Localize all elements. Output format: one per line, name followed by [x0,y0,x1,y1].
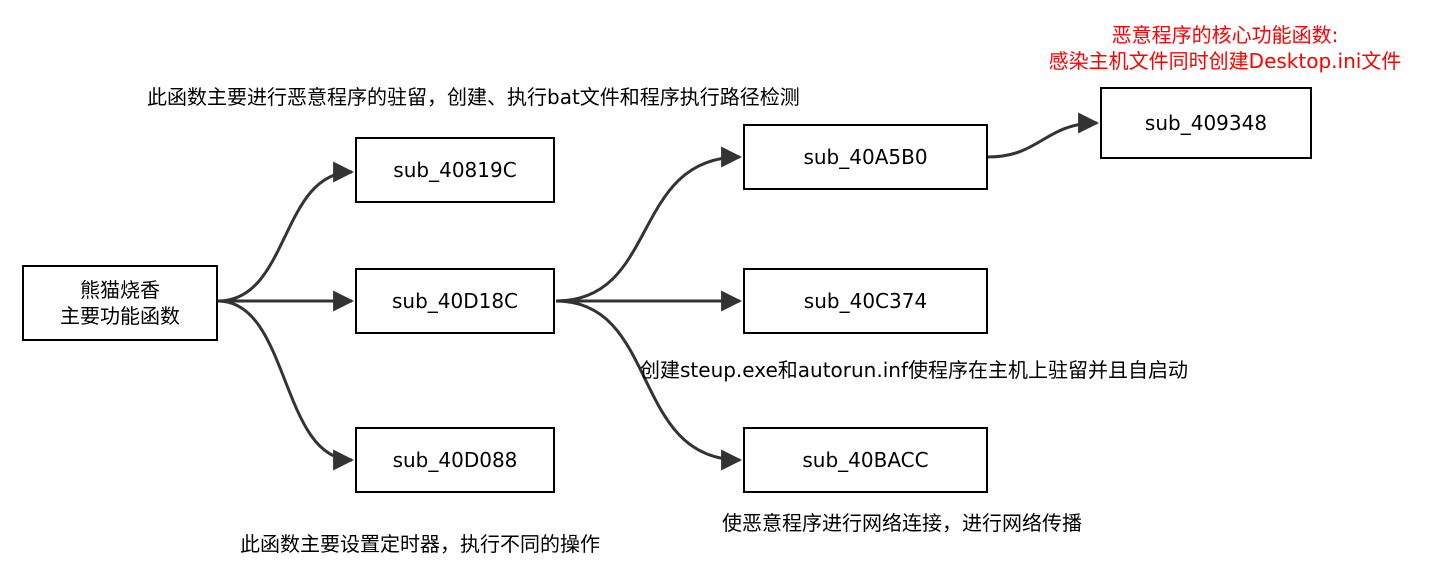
node-sub-409348-label: sub_409348 [1144,111,1268,135]
root-node: 熊猫烧香 主要功能函数 [22,265,218,341]
note-sub-40c374: 创建steup.exe和autorun.inf使程序在主机上驻留并且自启动 [640,358,1188,382]
node-sub-40c374-label: sub_40C374 [803,289,928,313]
node-sub-40819c-label: sub_40819C [393,158,517,182]
node-sub-40d18c-label: sub_40D18C [391,289,519,313]
node-sub-40a5b0: sub_40A5B0 [743,124,988,190]
note-sub-409348-line2: 感染主机文件同时创建Desktop.ini文件 [1048,49,1402,73]
node-sub-40819c: sub_40819C [355,137,555,203]
edge-sub-40a5b0-to-sub-409348 [987,112,1100,159]
node-sub-40bacc-label: sub_40BACC [802,448,929,472]
node-sub-40bacc: sub_40BACC [743,427,988,493]
root-node-subtitle: 主要功能函数 [60,304,180,328]
node-sub-40d088-label: sub_40D088 [392,448,518,472]
note-sub-409348-line1: 恶意程序的核心功能函数: [1111,23,1339,47]
node-sub-40d088: sub_40D088 [355,427,555,493]
root-node-title: 熊猫烧香 [80,278,160,302]
node-sub-40c374: sub_40C374 [743,268,988,334]
edge-sub-40d18c-to-sub-40bacc [555,299,743,471]
edge-root-to-sub-40819c [217,161,355,303]
edge-sub-40d18c-to-sub-40a5b0 [555,146,743,303]
note-sub-40d088: 此函数主要设置定时器，执行不同的操作 [240,532,600,556]
note-sub-40819c: 此函数主要进行恶意程序的驻留，创建、执行bat文件和程序执行路径检测 [147,85,800,109]
node-sub-40a5b0-label: sub_40A5B0 [803,145,928,169]
node-sub-40d18c: sub_40D18C [355,268,555,334]
edge-root-to-sub-40d088 [217,299,355,471]
note-sub-40bacc: 使恶意程序进行网络连接，进行网络传播 [722,511,1082,535]
note-sub-409348: 恶意程序的核心功能函数: 感染主机文件同时创建Desktop.ini文件 [1005,22,1445,74]
node-sub-409348: sub_409348 [1100,87,1312,159]
